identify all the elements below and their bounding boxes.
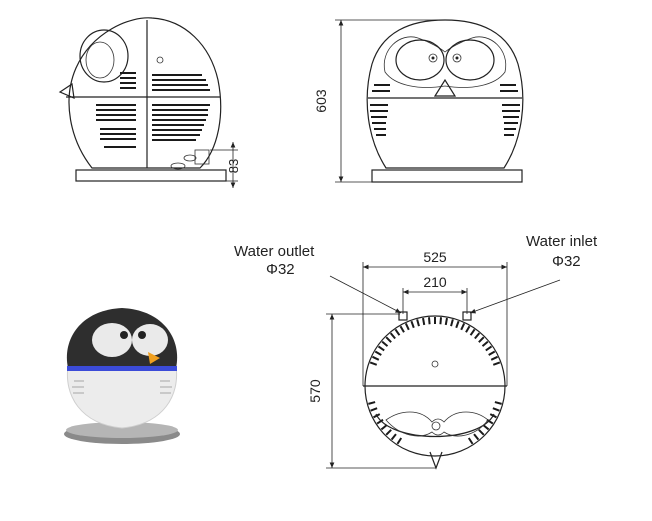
side-body-outline [68, 17, 222, 169]
front-right-eye [445, 39, 495, 81]
vent-tick [455, 320, 460, 329]
vent-tick [377, 345, 385, 352]
vent-tick [485, 345, 493, 352]
vent-tick [490, 355, 498, 361]
top-vent-ring [368, 317, 502, 445]
dim-pipe-spacing: 210 [423, 274, 447, 290]
front-view: 603 [313, 19, 524, 183]
vent-tick [460, 323, 466, 331]
vent-tick [439, 317, 443, 325]
vent-tick [488, 350, 496, 356]
vent-tick [481, 340, 489, 347]
vent-tick [380, 424, 388, 431]
vent-tick [385, 336, 392, 343]
vent-tick [478, 429, 485, 436]
side-view: 83 [58, 17, 241, 188]
vent-tick [416, 319, 420, 327]
side-eye-inner [85, 41, 115, 79]
vent-tick [389, 332, 396, 340]
product-render [64, 308, 180, 444]
top-view: 525 210 570 [307, 249, 561, 470]
vent-tick [465, 325, 471, 333]
front-body-outline [366, 19, 524, 169]
dim-base-height: 83 [226, 159, 241, 173]
vent-tick [482, 424, 490, 431]
vent-tick [410, 320, 415, 329]
render-blue-band [67, 366, 177, 371]
vent-tick [404, 323, 410, 331]
vent-tick [370, 407, 378, 412]
vent-tick [372, 355, 380, 361]
vent-tick [390, 433, 397, 441]
outlet-leader-line [329, 275, 402, 314]
water-outlet-size: Φ32 [266, 261, 295, 278]
vent-tick [385, 429, 392, 436]
inlet-leader-line [469, 279, 561, 314]
dim-depth: 570 [307, 379, 323, 403]
vent-tick [450, 319, 454, 327]
vent-tick [376, 418, 384, 425]
water-inlet-label: Water inlet [526, 233, 598, 250]
dim-total-height: 603 [313, 89, 329, 113]
side-fitting [194, 149, 210, 165]
vent-tick [494, 401, 502, 405]
vent-tick [399, 325, 405, 333]
render-right-eye [132, 324, 168, 356]
dim-total-width: 525 [423, 249, 447, 265]
side-vents-left [96, 72, 136, 148]
vent-tick [478, 336, 485, 343]
side-base-plate [75, 169, 227, 182]
vent-tick [444, 317, 448, 326]
side-beak [58, 82, 75, 99]
vent-tick [422, 317, 426, 326]
vent-tick [394, 328, 401, 336]
vent-tick [474, 332, 481, 340]
front-base-plate [371, 169, 523, 183]
side-vents-right [152, 74, 210, 141]
vent-tick [492, 407, 500, 412]
render-beak [148, 352, 160, 364]
vent-tick [469, 328, 476, 336]
vent-tick [473, 433, 480, 441]
front-beak [433, 78, 457, 97]
vent-tick [427, 317, 431, 325]
render-left-eye [92, 323, 132, 357]
side-eye-outline [79, 29, 129, 83]
front-vents-left [370, 84, 390, 136]
vent-tick [467, 437, 474, 445]
top-beak [429, 451, 443, 470]
water-inlet-size: Φ32 [552, 253, 581, 270]
vent-tick [374, 350, 382, 356]
vent-tick [368, 401, 376, 405]
water-outlet-label: Water outlet [234, 243, 315, 260]
front-left-eye [395, 39, 445, 81]
vent-tick [492, 361, 501, 366]
vent-tick [369, 361, 378, 366]
vent-tick [381, 340, 389, 347]
vent-tick [396, 437, 403, 445]
front-vents-right [500, 84, 520, 136]
